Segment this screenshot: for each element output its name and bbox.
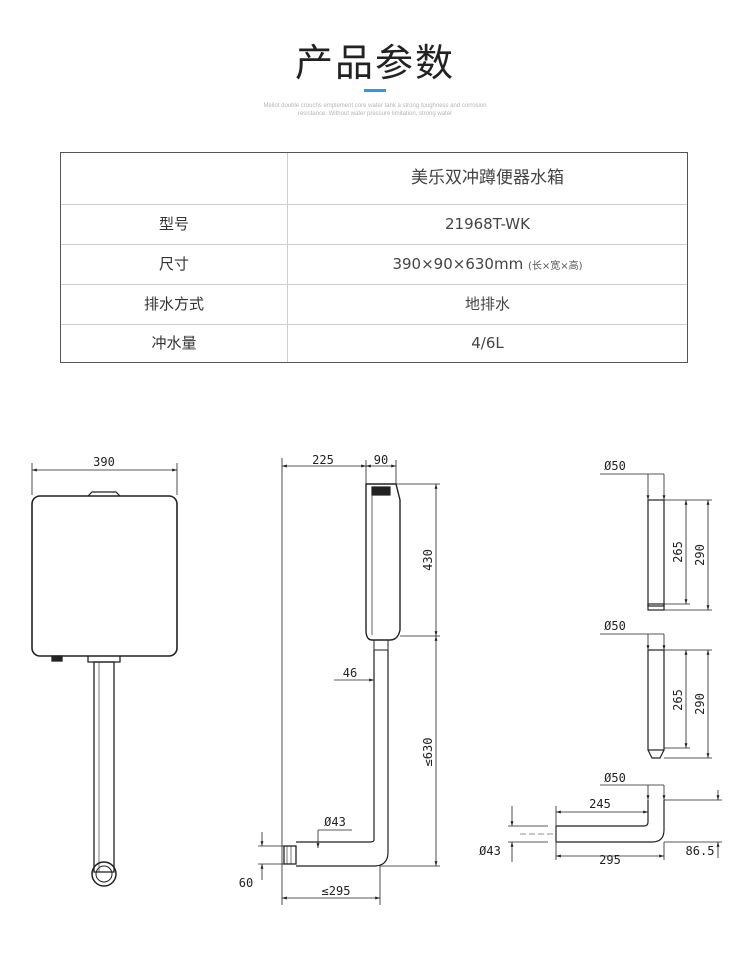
dim-630: ≤630	[421, 738, 435, 767]
pipe-b-diameter: Ø50	[604, 619, 626, 633]
pipe-a-diameter: Ø50	[604, 459, 626, 473]
pipe-b-265: 265	[671, 689, 685, 711]
table-row-header: 美乐双冲蹲便器水箱	[61, 153, 687, 204]
row-label: 排水方式	[61, 285, 288, 324]
side-view	[258, 458, 440, 905]
spec-table: 美乐双冲蹲便器水箱 型号 21968T-WK 尺寸 390×90×630mm (…	[60, 152, 688, 363]
pipe-c	[508, 784, 722, 862]
table-divider	[61, 324, 687, 325]
pipe-a-290: 290	[693, 544, 707, 566]
table-row: 型号 21968T-WK	[61, 205, 687, 244]
product-name: 美乐双冲蹲便器水箱	[411, 168, 564, 188]
pipe-c-245: 245	[589, 797, 611, 811]
table-row: 排水方式 地排水	[61, 285, 687, 324]
pipe-c-43: Ø43	[479, 844, 501, 858]
row-label: 冲水量	[61, 325, 288, 362]
pipe-b	[600, 633, 712, 759]
table-row: 尺寸 390×90×630mm (长×宽×高)	[61, 245, 687, 284]
dim-60: 60	[239, 876, 253, 890]
row-value: 4/6L	[471, 334, 504, 352]
pipe-c-295: 295	[599, 853, 621, 867]
front-view	[31, 463, 178, 887]
dim-225: 225	[312, 453, 334, 467]
page-subtitle: Meliot double crouchs emplement core wat…	[263, 103, 487, 117]
dim-295: ≤295	[322, 884, 351, 898]
row-value: 21968T-WK	[445, 215, 530, 233]
table-row: 冲水量 4/6L	[61, 325, 687, 362]
pipe-c-865: 86.5	[686, 844, 715, 858]
row-label: 尺寸	[61, 245, 288, 284]
pipe-a	[600, 473, 712, 611]
row-value: 地排水	[464, 295, 510, 313]
pipe-c-diameter: Ø50	[604, 771, 626, 785]
dim-43: Ø43	[324, 815, 346, 829]
table-divider	[61, 284, 687, 285]
table-divider	[61, 204, 687, 205]
front-width-label: 390	[93, 455, 115, 469]
pipe-b-290: 290	[693, 693, 707, 715]
table-header-empty	[61, 153, 288, 204]
dim-430: 430	[421, 549, 435, 571]
row-value-wrap: 390×90×630mm (长×宽×高)	[288, 245, 687, 284]
dim-46: 46	[343, 666, 357, 680]
title-accent-bar	[364, 89, 386, 92]
row-note: (长×宽×高)	[527, 261, 583, 272]
row-label: 型号	[61, 205, 288, 244]
table-divider	[61, 244, 687, 245]
pipe-a-265: 265	[671, 541, 685, 563]
technical-drawing: 390	[31, 453, 722, 905]
dim-90: 90	[374, 453, 388, 467]
row-value: 390×90×630mm	[392, 255, 524, 273]
page-title: 产品参数	[294, 41, 455, 85]
